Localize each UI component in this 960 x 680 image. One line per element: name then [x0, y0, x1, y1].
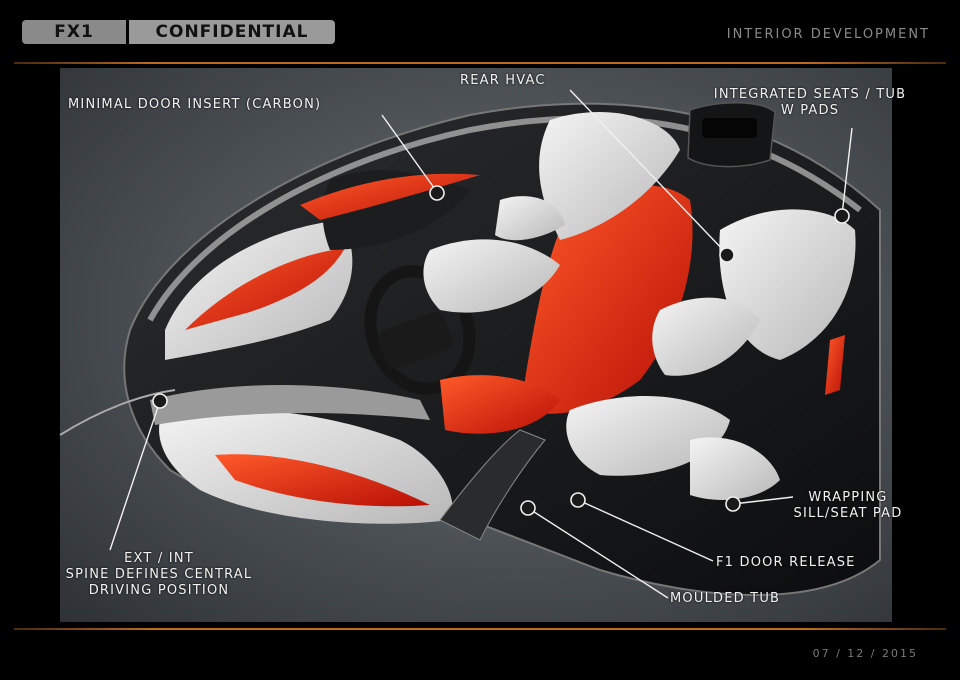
steering-wheel [364, 265, 476, 395]
central-spine [150, 385, 430, 425]
callout-seats-line2: W PADS [780, 103, 840, 118]
section-title: INTERIOR DEVELOPMENT [726, 27, 930, 42]
marker-spine [152, 393, 168, 409]
a-pillar [439, 429, 546, 541]
leader-rear-hvac [569, 89, 728, 255]
seat-red-accent-right [825, 335, 845, 395]
seat-back-right [652, 297, 760, 376]
callout-integrated-seats: INTEGRATED SEATS / TUB W PADS [690, 87, 930, 119]
hvac-vent [702, 118, 757, 138]
header-badge: FX1 CONFIDENTIAL [22, 20, 335, 44]
top-rule [14, 62, 946, 64]
leader-sill [732, 496, 794, 505]
seat-cushion-right [566, 396, 730, 476]
callout-markers [152, 185, 850, 516]
seat-cushion-left [423, 239, 560, 313]
leader-door-release [577, 499, 714, 562]
steering-column [378, 312, 452, 368]
callout-spine-line2: SPINE DEFINES CENTRAL [65, 567, 253, 582]
driver-seat-red [520, 185, 693, 414]
seat-side-left [495, 196, 565, 241]
callout-door-insert: MINIMAL DOOR INSERT (CARBON) [68, 97, 322, 112]
marker-door-release [570, 492, 586, 508]
leader-seats [841, 127, 853, 216]
door-red-stripe-top [300, 173, 480, 220]
leader-door-insert [381, 114, 438, 193]
callout-spine-line3: DRIVING POSITION [88, 583, 230, 598]
marker-sill [725, 496, 741, 512]
marker-seats [834, 208, 850, 224]
callout-seats-line1: INTEGRATED SEATS / TUB [713, 87, 907, 102]
callout-door-release: F1 DOOR RELEASE [716, 555, 856, 570]
callout-leaders [109, 89, 853, 599]
callout-spine: EXT / INT SPINE DEFINES CENTRAL DRIVING … [30, 551, 288, 599]
callout-wrapping-sill: WRAPPING SILL/SEAT PAD [768, 490, 928, 522]
model-label: FX1 [22, 20, 126, 44]
marker-door-insert [429, 185, 445, 201]
leader-tub [527, 507, 669, 599]
bottom-rule [14, 628, 946, 630]
leader-spine [109, 400, 161, 551]
front-antenna [59, 389, 176, 436]
callout-moulded-tub: MOULDED TUB [670, 591, 781, 606]
callout-rear-hvac: REAR HVAC [460, 73, 546, 88]
footer-date: 07 / 12 / 2015 [812, 647, 918, 660]
marker-tub [520, 500, 536, 516]
door-red-stripe-lower [215, 454, 430, 507]
callout-sill-line2: SILL/SEAT PAD [793, 506, 903, 521]
callout-spine-line1: EXT / INT [124, 551, 194, 566]
seat-shell-left [539, 111, 680, 240]
marker-rear-hvac [719, 247, 735, 263]
driver-seat-base-red [440, 375, 560, 434]
door-red-stripe-upper [185, 248, 345, 330]
confidential-label: CONFIDENTIAL [129, 20, 335, 44]
callout-sill-line1: WRAPPING [808, 490, 888, 505]
sill-pad [690, 437, 780, 500]
